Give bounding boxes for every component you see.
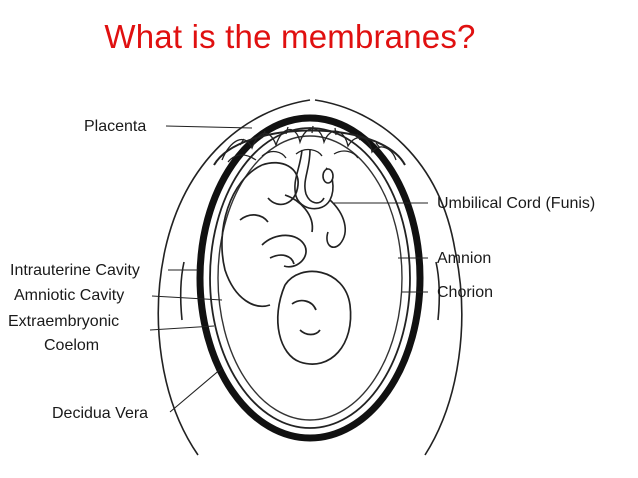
chorion-layer <box>209 127 411 429</box>
placenta <box>213 125 406 166</box>
fetus <box>221 161 352 365</box>
amnion-layer <box>217 135 403 421</box>
extraembryonic-leader <box>149 325 215 331</box>
label-coelom: Coelom <box>44 337 99 354</box>
label-decidua-vera: Decidua Vera <box>52 405 148 422</box>
label-chorion: Chorion <box>437 284 493 301</box>
label-placenta: Placenta <box>84 118 146 135</box>
umbilical-cord <box>294 149 346 248</box>
amniotic-cavity-leader <box>151 295 223 301</box>
uterine-wall <box>157 99 463 456</box>
label-umbilical-cord: Umbilical Cord (Funis) <box>437 195 595 212</box>
placenta-leader <box>165 125 253 129</box>
label-amniotic-cavity: Amniotic Cavity <box>14 287 124 304</box>
decidua-vera-leader <box>169 367 223 413</box>
leader-lines <box>149 125 428 413</box>
slide-title: What is the membranes? <box>104 18 476 55</box>
label-amnion: Amnion <box>437 250 491 267</box>
label-extraembryonic: Extraembryonic <box>8 313 119 330</box>
label-intrauterine-cavity: Intrauterine Cavity <box>10 262 140 279</box>
decidua-layer <box>196 114 424 442</box>
